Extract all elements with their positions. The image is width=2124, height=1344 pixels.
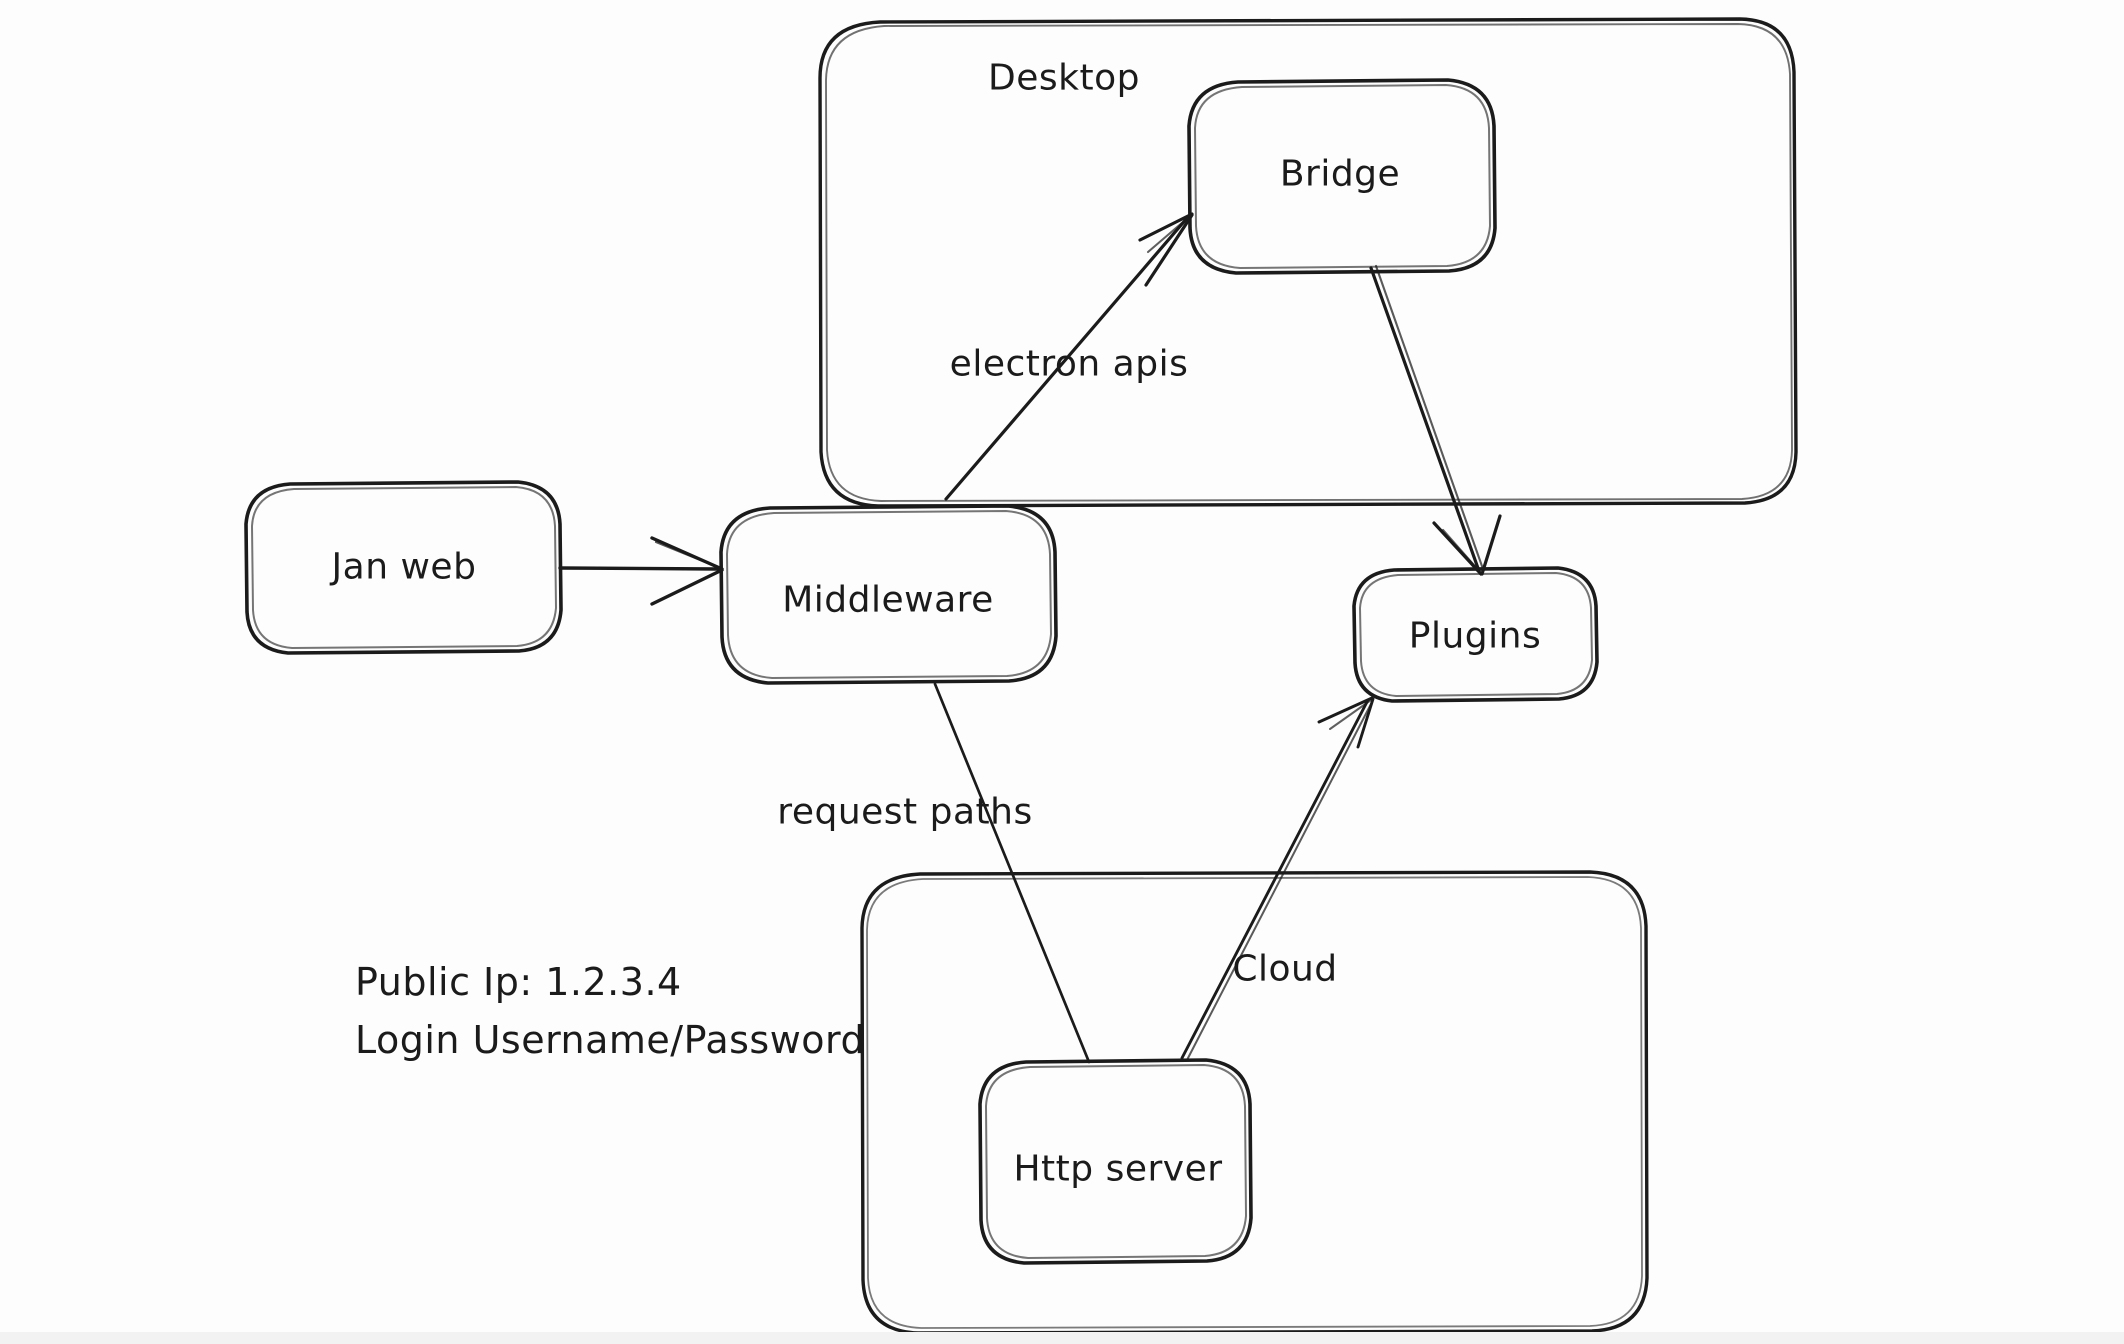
edge-middleware-to-http-server bbox=[933, 682, 1091, 1064]
node-label-bridge: Bridge bbox=[1279, 153, 1401, 195]
group-cloud-outline bbox=[860, 870, 1649, 1335]
edge-middleware-to-bridge bbox=[944, 212, 1194, 501]
edge-label-electron-apis: electron apis bbox=[949, 343, 1189, 385]
node-jan-web-outline[interactable] bbox=[244, 480, 563, 655]
group-desktop-outline bbox=[818, 17, 1798, 508]
node-bridge-outline[interactable] bbox=[1187, 78, 1497, 275]
node-label-http-server: Http server bbox=[1013, 1148, 1223, 1190]
edge-bridge-to-plugins bbox=[1369, 264, 1502, 576]
node-http-server-outline[interactable] bbox=[978, 1058, 1253, 1265]
note-public-ip: Public Ip: 1.2.3.4 bbox=[355, 960, 682, 1004]
edge-label-request-paths: request paths bbox=[777, 791, 1033, 833]
bottom-strip bbox=[0, 1332, 2124, 1344]
edge-label-cloud: Cloud bbox=[1232, 948, 1338, 990]
node-middleware-outline[interactable] bbox=[719, 504, 1058, 685]
note-login: Login Username/Password bbox=[355, 1018, 866, 1062]
node-label-plugins: Plugins bbox=[1408, 615, 1542, 657]
edge-http-server-to-plugins bbox=[1180, 696, 1375, 1061]
group-label-desktop: Desktop bbox=[988, 57, 1140, 99]
node-plugins-outline[interactable] bbox=[1352, 566, 1599, 703]
edge-jan-web-to-middleware bbox=[558, 536, 724, 606]
node-label-jan-web: Jan web bbox=[331, 546, 477, 588]
node-label-middleware: Middleware bbox=[782, 579, 994, 621]
